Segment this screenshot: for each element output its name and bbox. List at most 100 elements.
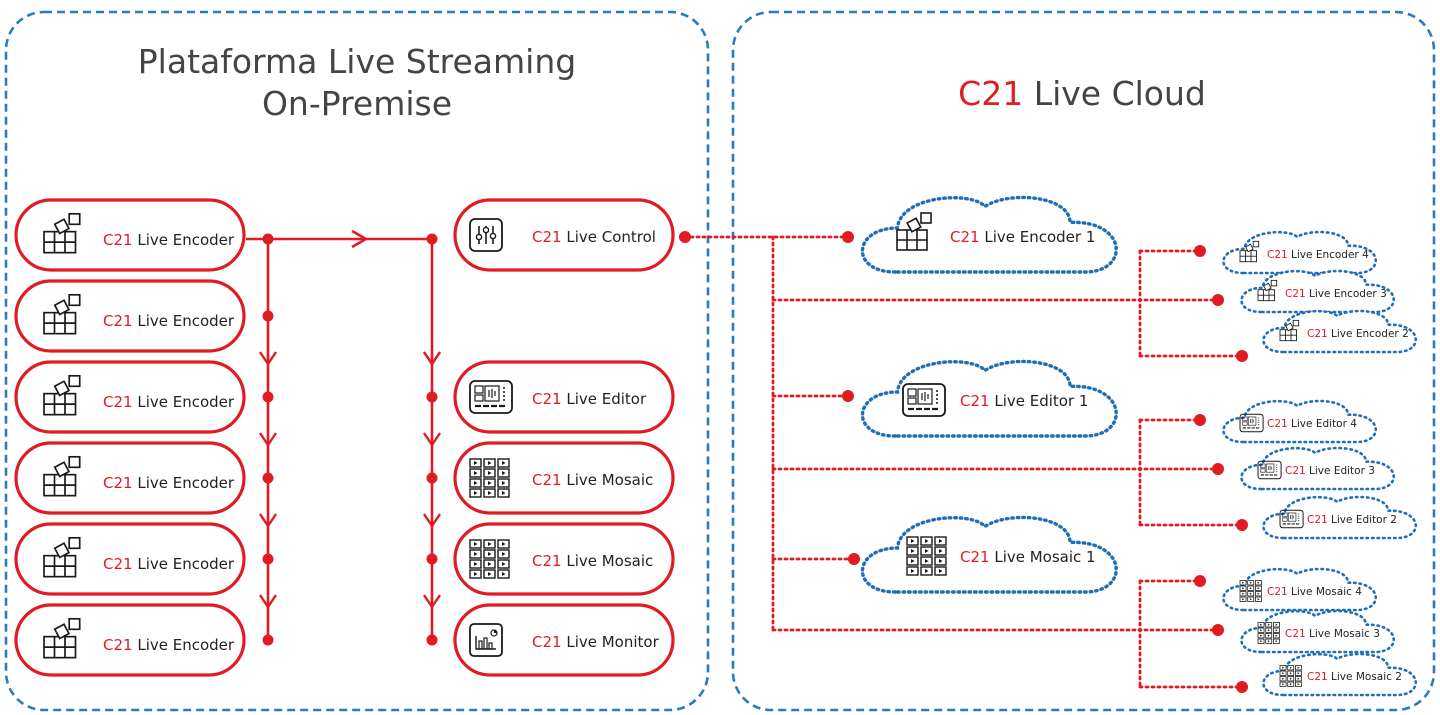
- cloud-replica-node[interactable]: C21 Live Editor 3: [1240, 446, 1395, 491]
- service-label: C21 Live Mosaic: [532, 552, 653, 570]
- service-node[interactable]: C21 Live Editor: [453, 360, 675, 434]
- encoder-node[interactable]: C21 Live Encoder: [14, 279, 246, 353]
- service-label-text: Live Mosaic: [562, 471, 654, 489]
- cloud-replica-label: C21 Live Mosaic 4: [1267, 586, 1362, 598]
- encoder-node[interactable]: C21 Live Encoder: [14, 441, 246, 515]
- encoder-label-brand: C21: [103, 312, 133, 330]
- service-label-text: Live Monitor: [562, 633, 660, 651]
- encoder-label-brand: C21: [103, 636, 133, 654]
- cloud-replica-label: C21 Live Editor 4: [1267, 418, 1357, 430]
- cloud-main-label: C21 Live Encoder 1: [950, 228, 1095, 246]
- encoder-label: C21 Live Encoder: [103, 636, 235, 654]
- cloud-replica-label: C21 Live Editor 3: [1285, 465, 1375, 477]
- cloud-replica-label-text: Live Mosaic 3: [1306, 628, 1380, 640]
- service-node[interactable]: C21 Live Mosaic: [453, 522, 675, 596]
- cloud-replica-node[interactable]: C21 Live Mosaic 4: [1222, 567, 1377, 612]
- onprem-title-line2: On-Premise: [262, 84, 452, 123]
- encoder-label: C21 Live Encoder: [103, 474, 235, 492]
- encoder-label: C21 Live Encoder: [103, 393, 235, 411]
- cloud-replica-label-brand: C21: [1267, 249, 1288, 261]
- cloud-replica-node[interactable]: C21 Live Editor 2: [1262, 495, 1417, 540]
- encoder-label: C21 Live Encoder: [103, 312, 235, 330]
- cloud-replica-node[interactable]: C21 Live Editor 4: [1222, 399, 1377, 444]
- encoder-node[interactable]: C21 Live Encoder: [14, 198, 246, 272]
- service-label: C21 Live Editor: [532, 390, 647, 408]
- cloud-connectors: [679, 231, 1248, 693]
- cloud-title-brand: C21: [958, 74, 1023, 113]
- cloud-main-label-text: Live Mosaic 1: [990, 548, 1096, 566]
- cloud-replica-label-text: Live Encoder 4: [1288, 249, 1369, 261]
- cloud-main-node[interactable]: C21 Live Editor 1: [860, 359, 1118, 438]
- cloud-replica-label: C21 Live Encoder 3: [1285, 288, 1387, 300]
- cloud-replica-label: C21 Live Encoder 4: [1267, 249, 1369, 261]
- encoder-label: C21 Live Encoder: [103, 555, 235, 573]
- encoder-node[interactable]: C21 Live Encoder: [14, 360, 246, 434]
- encoder-label-text: Live Encoder: [133, 636, 235, 654]
- cloud-replica-node[interactable]: C21 Live Encoder 3: [1240, 269, 1395, 314]
- cloud-replica-label-brand: C21: [1307, 514, 1328, 526]
- cloud-replica-label-text: Live Encoder 3: [1306, 288, 1387, 300]
- encoder-label-text: Live Encoder: [133, 474, 235, 492]
- cloud-replica-label: C21 Live Mosaic 2: [1307, 671, 1402, 683]
- onprem-panel: [4, 10, 710, 712]
- cloud-replica-node[interactable]: C21 Live Mosaic 3: [1240, 609, 1395, 654]
- service-label: C21 Live Mosaic: [532, 471, 653, 489]
- cloud-main-label-brand: C21: [950, 228, 980, 246]
- encoder-label-brand: C21: [103, 474, 133, 492]
- cloud-title-rest: Live Cloud: [1023, 74, 1206, 113]
- cloud-main-label-brand: C21: [960, 548, 990, 566]
- cloud-replica-label-brand: C21: [1285, 465, 1306, 477]
- service-label-brand: C21: [532, 471, 562, 489]
- cloud-replica-label-text: Live Encoder 2: [1328, 328, 1409, 340]
- cloud-main-node[interactable]: C21 Live Mosaic 1: [860, 515, 1118, 594]
- encoder-label-brand: C21: [103, 231, 133, 249]
- onprem-markers: [259, 233, 441, 646]
- cloud-replica-label-brand: C21: [1307, 671, 1328, 683]
- cloud-main-label-text: Live Encoder 1: [980, 228, 1096, 246]
- cloud-replica-label-text: Live Mosaic 2: [1328, 671, 1402, 683]
- cloud-replica-label: C21 Live Editor 2: [1307, 514, 1397, 526]
- cloud-main-node[interactable]: C21 Live Encoder 1: [860, 195, 1118, 274]
- service-label-brand: C21: [532, 228, 562, 246]
- service-label-brand: C21: [532, 390, 562, 408]
- cloud-replica-label-brand: C21: [1267, 586, 1288, 598]
- cloud-replica-label-brand: C21: [1267, 418, 1288, 430]
- service-label-text: Live Editor: [562, 390, 647, 408]
- encoder-label-text: Live Encoder: [133, 312, 235, 330]
- encoder-label-brand: C21: [103, 393, 133, 411]
- cloud-replica-label: C21 Live Mosaic 3: [1285, 628, 1380, 640]
- cloud-main-label-text: Live Editor 1: [990, 392, 1089, 410]
- service-node[interactable]: C21 Live Control: [453, 198, 675, 272]
- cloud-replica-label-brand: C21: [1285, 288, 1306, 300]
- service-label-text: Live Control: [562, 228, 656, 246]
- cloud-replica-node[interactable]: C21 Live Encoder 4: [1222, 230, 1377, 275]
- encoder-node[interactable]: C21 Live Encoder: [14, 522, 246, 596]
- cloud-panel: [731, 10, 1436, 712]
- cloud-replica-node[interactable]: C21 Live Mosaic 2: [1262, 652, 1417, 697]
- encoder-label-text: Live Encoder: [133, 555, 235, 573]
- cloud-replica-node[interactable]: C21 Live Encoder 2: [1262, 309, 1417, 354]
- encoder-label-brand: C21: [103, 555, 133, 573]
- cloud-replica-label-text: Live Editor 4: [1288, 418, 1358, 430]
- service-label-text: Live Mosaic: [562, 552, 654, 570]
- service-label-brand: C21: [532, 633, 562, 651]
- encoder-label-text: Live Encoder: [133, 393, 235, 411]
- cloud-replica-label: C21 Live Encoder 2: [1307, 328, 1409, 340]
- service-label: C21 Live Monitor: [532, 633, 660, 651]
- cloud-replica-label-text: Live Editor 3: [1306, 465, 1375, 477]
- onprem-connectors: [246, 229, 434, 640]
- cloud-replica-label-text: Live Mosaic 4: [1288, 586, 1363, 598]
- encoder-node[interactable]: C21 Live Encoder: [14, 603, 246, 677]
- cloud-title: C21 Live Cloud: [958, 74, 1206, 113]
- service-node[interactable]: C21 Live Monitor: [453, 603, 675, 677]
- service-node[interactable]: C21 Live Mosaic: [453, 441, 675, 515]
- cloud-replica-label-text: Live Editor 2: [1328, 514, 1397, 526]
- encoder-label-text: Live Encoder: [133, 231, 235, 249]
- onprem-title-line1: Plataforma Live Streaming: [138, 42, 576, 81]
- cloud-main-label-brand: C21: [960, 392, 990, 410]
